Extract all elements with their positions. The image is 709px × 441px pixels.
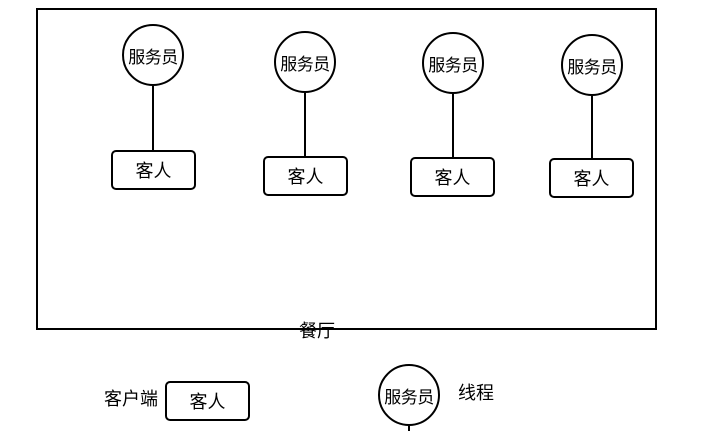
connector-line-3 bbox=[452, 94, 454, 157]
connector-line-1 bbox=[152, 86, 154, 150]
legend-thread-label: 线程 bbox=[458, 383, 494, 404]
guest-box-3: 客人 bbox=[410, 157, 495, 197]
restaurant-label: 餐厅 bbox=[299, 321, 335, 342]
legend-guest-box: 客人 bbox=[165, 381, 250, 421]
guest-box-1: 客人 bbox=[111, 150, 196, 190]
legend-client-label: 客户端 bbox=[104, 389, 158, 410]
waiter-node-2: 服务员 bbox=[274, 31, 336, 93]
guest-box-4: 客人 bbox=[549, 158, 634, 198]
restaurant-container bbox=[36, 8, 657, 330]
legend-connector-stub bbox=[408, 426, 410, 431]
guest-box-2: 客人 bbox=[263, 156, 348, 196]
connector-line-4 bbox=[591, 96, 593, 158]
connector-line-2 bbox=[304, 93, 306, 156]
legend-waiter-node: 服务员 bbox=[378, 364, 440, 426]
waiter-node-3: 服务员 bbox=[422, 32, 484, 94]
waiter-node-1: 服务员 bbox=[122, 24, 184, 86]
waiter-node-4: 服务员 bbox=[561, 34, 623, 96]
